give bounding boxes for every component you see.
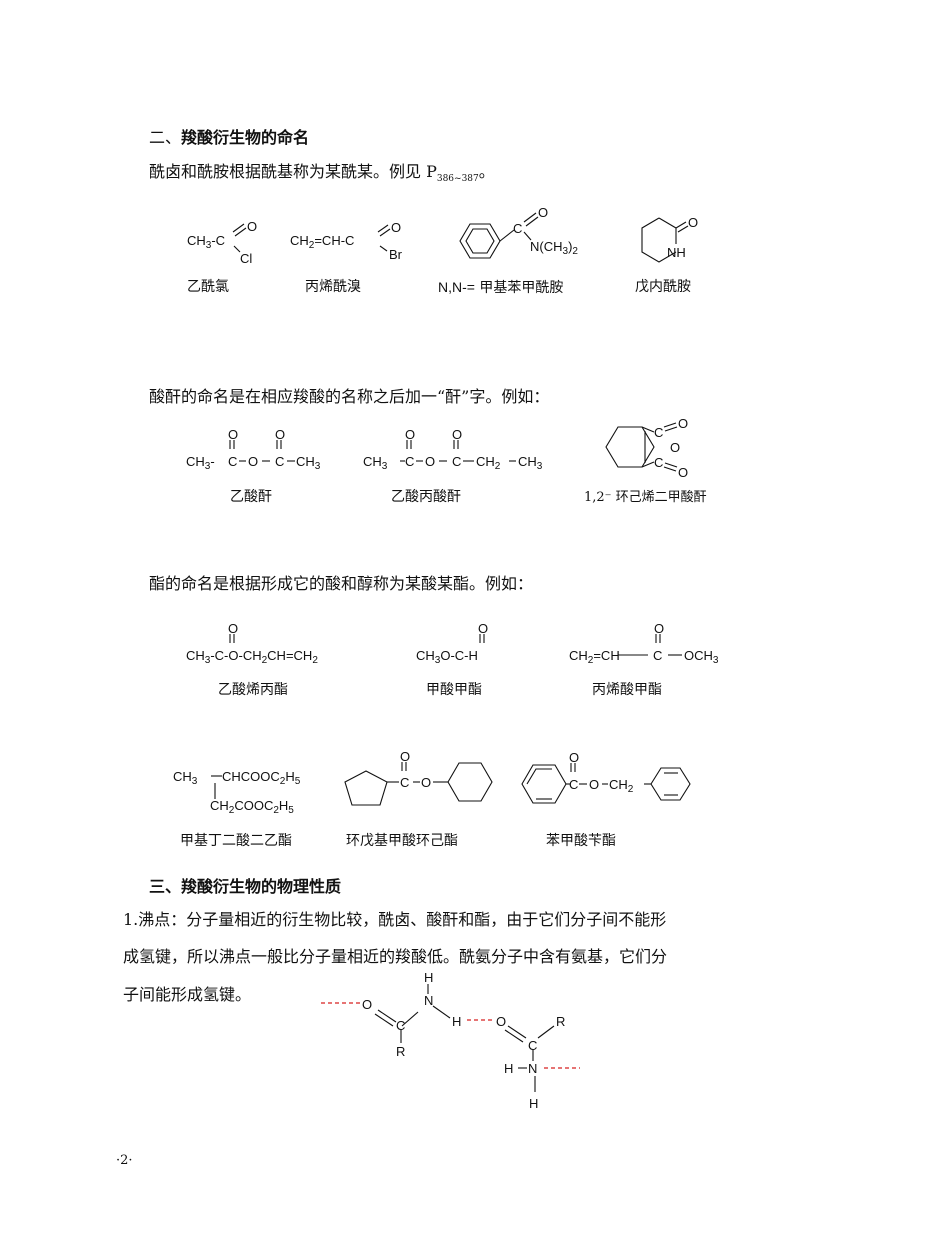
section3-line-2: 成氢键，所以沸点一般比分子量相近的羧酸低。酰氨分子中含有氨基，它们分 bbox=[123, 947, 668, 966]
svg-text:O: O bbox=[228, 427, 238, 442]
svg-text:CH3-C-O-CH2CH=CH2: CH3-C-O-CH2CH=CH2 bbox=[186, 648, 318, 666]
page-number: ·2· bbox=[116, 1153, 133, 1168]
svg-text:NH: NH bbox=[667, 245, 686, 260]
svg-text:O: O bbox=[405, 427, 415, 442]
intro-text: 酰卤和酰胺根据酰基称为某酰某。例见 P bbox=[149, 162, 437, 181]
svg-text:O: O bbox=[678, 465, 688, 480]
svg-text:O: O bbox=[538, 205, 548, 220]
svg-text:O: O bbox=[678, 416, 688, 431]
svg-text:C: C bbox=[513, 221, 522, 236]
svg-text:H: H bbox=[452, 1014, 461, 1029]
svg-text:R: R bbox=[396, 1044, 405, 1059]
caption-dimethylbenzamide: N,N-= 甲基苯甲酰胺 bbox=[438, 277, 563, 297]
svg-text:CH3O-C-H: CH3O-C-H bbox=[416, 648, 478, 666]
caption-cyclohexyl-cyclopentanecarboxylate: 环戊基甲酸环己酯 bbox=[346, 833, 458, 849]
svg-text:O: O bbox=[569, 750, 579, 765]
svg-text:C: C bbox=[275, 454, 284, 469]
section2-intro: 酰卤和酰胺根据酰基称为某酰某。例见 P386~387。 bbox=[149, 164, 495, 184]
svg-text:CHCOOC2H5: CHCOOC2H5 bbox=[222, 769, 301, 787]
caption-acetic-propionic-anhydride: 乙酸丙酸酐 bbox=[391, 489, 461, 505]
intro-ref: 386~387 bbox=[436, 174, 479, 185]
section2-heading: 二、羧酸衍生物的命名 bbox=[149, 124, 309, 148]
svg-text:CH2=CH-C: CH2=CH-C bbox=[290, 233, 354, 251]
svg-text:R: R bbox=[556, 1014, 565, 1029]
svg-text:C: C bbox=[654, 455, 663, 470]
svg-text:Br: Br bbox=[389, 247, 403, 262]
svg-text:CH2=CH: CH2=CH bbox=[569, 648, 620, 666]
svg-text:N(CH3)2: N(CH3)2 bbox=[530, 239, 578, 257]
svg-text:O: O bbox=[248, 454, 258, 469]
svg-text:O: O bbox=[589, 777, 599, 792]
svg-text:Cl: Cl bbox=[240, 251, 252, 266]
caption-acryloyl-bromide: 丙烯酰溴 bbox=[305, 279, 361, 295]
svg-text:O: O bbox=[688, 215, 698, 230]
svg-text:O: O bbox=[400, 749, 410, 764]
svg-text:O: O bbox=[391, 220, 401, 235]
svg-text:O: O bbox=[247, 219, 257, 234]
svg-text:CH3: CH3 bbox=[296, 454, 321, 472]
section3-line-1: 1.沸点：分子量相近的衍生物比较，酰卤、酸酐和酯，由于它们分子间不能形 bbox=[123, 910, 667, 929]
svg-text:N: N bbox=[424, 993, 433, 1008]
caption-benzyl-benzoate: 苯甲酸苄酯 bbox=[546, 833, 616, 849]
hydrogen-bond-lines bbox=[321, 1002, 580, 1069]
caption-cyclohexene-anhydride: 1,2⁻ 环己烯二甲酸酐 bbox=[584, 490, 707, 505]
svg-text:CH3-C: CH3-C bbox=[187, 233, 225, 251]
svg-text:CH3: CH3 bbox=[173, 769, 198, 787]
svg-text:O: O bbox=[228, 621, 238, 636]
caption-acetyl-chloride: 乙酰氯 bbox=[187, 279, 229, 295]
section3-line-3: 子间能形成氢键。 bbox=[123, 985, 252, 1004]
svg-text:O: O bbox=[670, 440, 680, 455]
svg-text:CH2COOC2H5: CH2COOC2H5 bbox=[210, 798, 294, 816]
svg-text:C: C bbox=[528, 1038, 537, 1053]
svg-text:CH3: CH3 bbox=[518, 454, 543, 472]
svg-text:H: H bbox=[424, 970, 433, 985]
svg-text:O: O bbox=[496, 1014, 506, 1029]
caption-dimethylbenzamide-name: 甲基苯甲酰胺 bbox=[479, 280, 564, 296]
intro-end: 。 bbox=[478, 162, 495, 181]
svg-text:C: C bbox=[405, 454, 414, 469]
svg-text:CH2: CH2 bbox=[609, 777, 634, 795]
section2-heading-title: 羧酸衍生物的命名 bbox=[181, 128, 310, 147]
svg-text:CH2: CH2 bbox=[476, 454, 501, 472]
section3-heading: 三、羧酸衍生物的物理性质 bbox=[149, 877, 342, 896]
svg-text:C: C bbox=[653, 648, 662, 663]
caption-diethyl-methylsuccinate: 甲基丁二酸二乙酯 bbox=[180, 833, 292, 849]
caption-methyl-acrylate: 丙烯酸甲酯 bbox=[592, 682, 662, 698]
caption-allyl-acetate: 乙酸烯丙酯 bbox=[218, 682, 288, 698]
svg-text:O: O bbox=[654, 621, 664, 636]
svg-text:H: H bbox=[529, 1096, 538, 1111]
section2-heading-prefix: 二、 bbox=[149, 128, 182, 147]
svg-text:CH3-: CH3- bbox=[186, 454, 215, 472]
svg-text:C: C bbox=[569, 777, 578, 792]
svg-text:O: O bbox=[421, 775, 431, 790]
caption-pentanolactam: 戊内酰胺 bbox=[635, 279, 691, 295]
svg-text:CH3: CH3 bbox=[363, 454, 388, 472]
caption-methyl-formate: 甲酸甲酯 bbox=[426, 682, 482, 698]
svg-text:C: C bbox=[396, 1018, 405, 1033]
svg-text:O: O bbox=[425, 454, 435, 469]
svg-text:O: O bbox=[362, 997, 372, 1012]
svg-text:C: C bbox=[654, 425, 663, 440]
caption-dimethylbenzamide-prefix: N,N-= bbox=[438, 279, 475, 295]
svg-text:C: C bbox=[400, 775, 409, 790]
svg-text:OCH3: OCH3 bbox=[684, 648, 719, 666]
svg-text:O: O bbox=[452, 427, 462, 442]
caption-acetic-anhydride: 乙酸酐 bbox=[230, 489, 272, 505]
svg-text:H: H bbox=[504, 1061, 513, 1076]
svg-text:C: C bbox=[228, 454, 237, 469]
svg-text:O: O bbox=[478, 621, 488, 636]
svg-text:N: N bbox=[528, 1061, 537, 1076]
svg-text:O: O bbox=[275, 427, 285, 442]
ester-intro: 酯的命名是根据形成它的酸和醇称为某酸某酯。例如： bbox=[149, 574, 534, 593]
svg-text:C: C bbox=[452, 454, 461, 469]
anhydride-intro: 酸酐的命名是在相应羧酸的名称之后加一“酐”字。例如： bbox=[149, 387, 550, 406]
